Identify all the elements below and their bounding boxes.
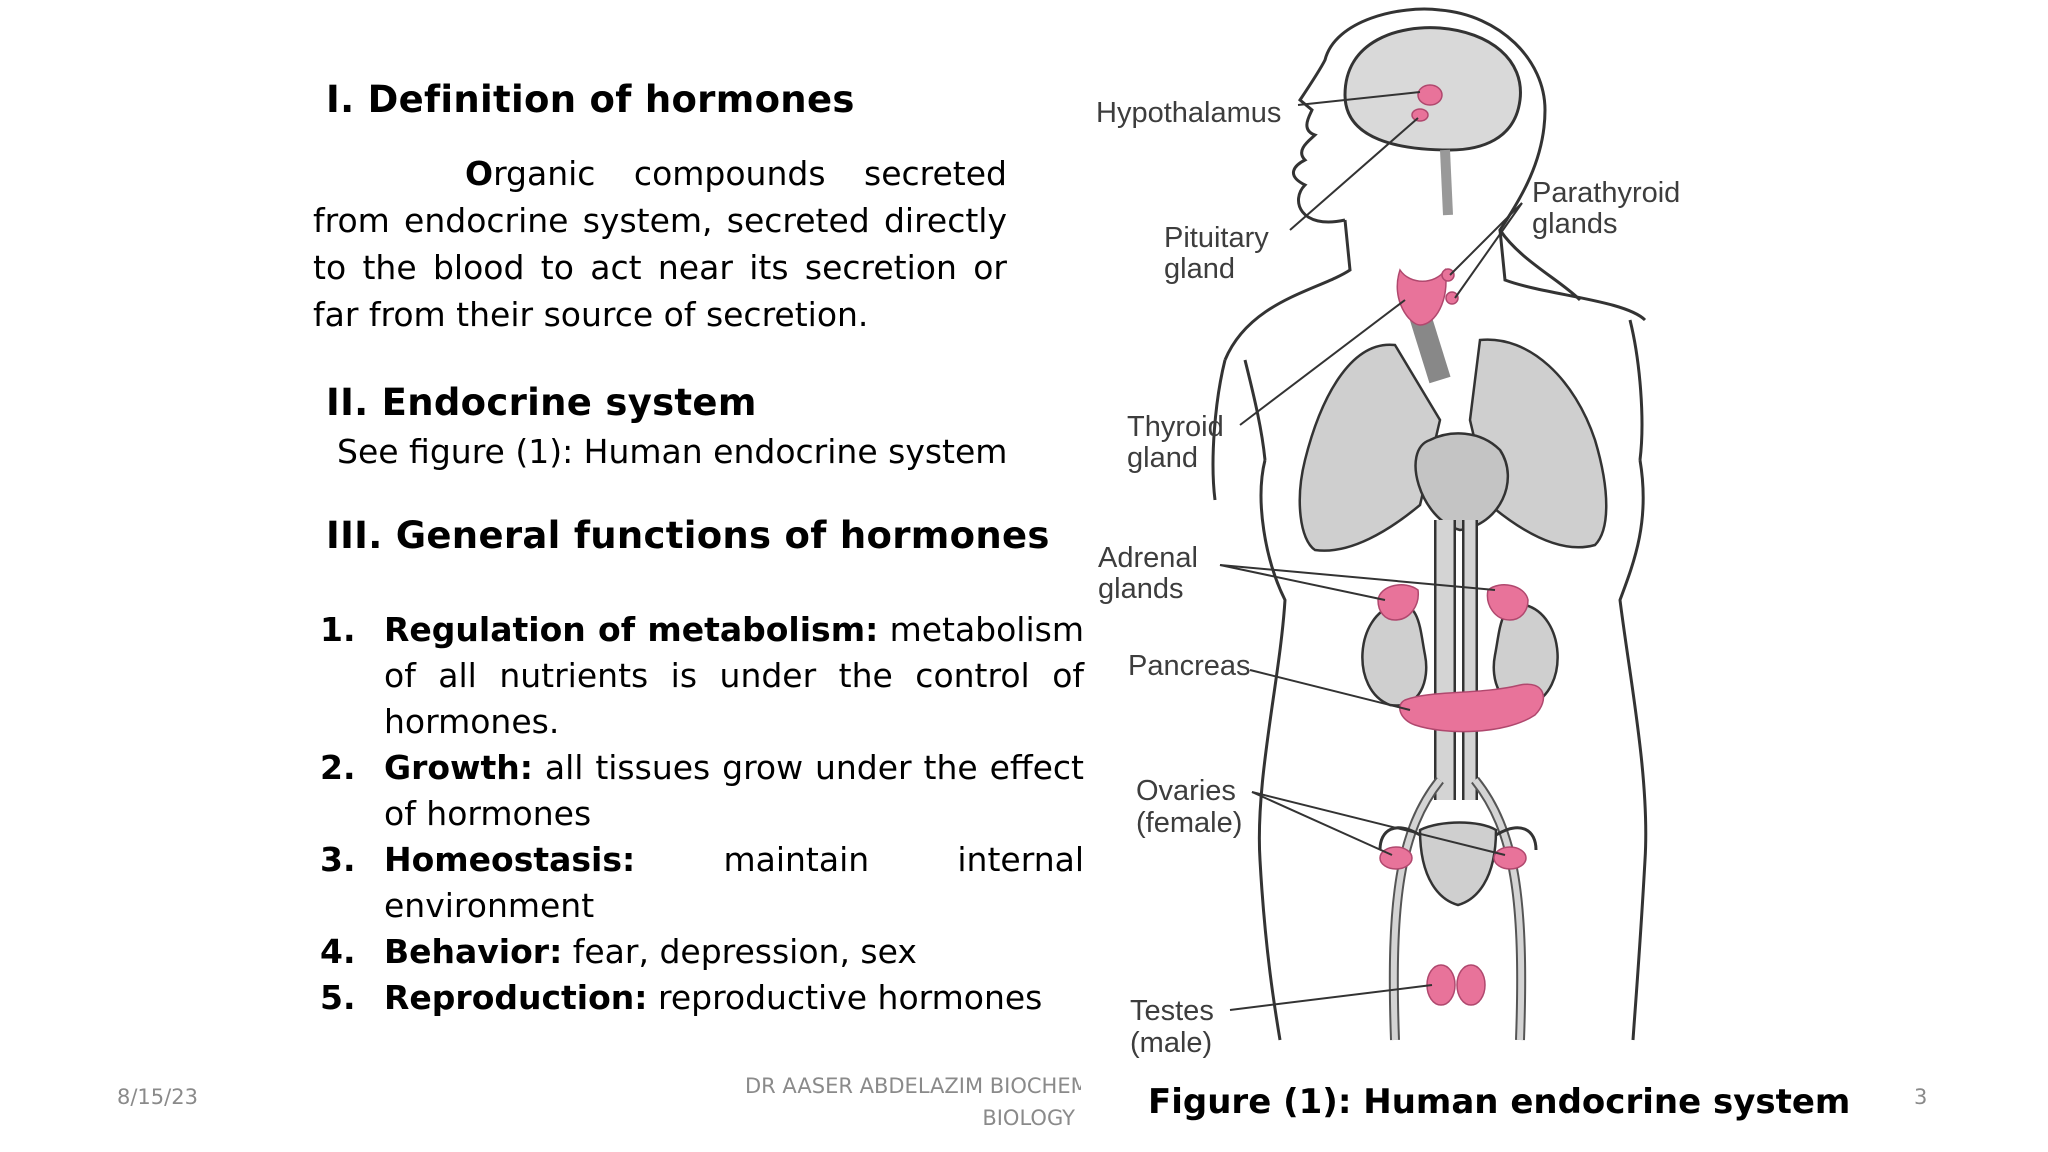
- pancreas-gland: [1399, 683, 1545, 733]
- footer-date: 8/15/23: [117, 1085, 198, 1109]
- figure-caption: Figure (1): Human endocrine system: [1148, 1082, 1851, 1122]
- function-description: all tissues grow under the effect of hor…: [384, 748, 1084, 833]
- definition-first-letter: O: [465, 154, 494, 193]
- label-adrenal-1: Adrenal: [1098, 542, 1198, 574]
- ovary-right: [1493, 846, 1527, 870]
- function-item: 4. Behavior: fear, depression, sex: [320, 929, 1084, 975]
- heart: [1414, 432, 1510, 532]
- function-number: 5.: [320, 978, 356, 1017]
- adrenal-gland-left: [1377, 584, 1419, 621]
- function-number: 3.: [320, 840, 356, 879]
- endocrine-heading: II. Endocrine system: [326, 381, 757, 424]
- function-description: fear, depression, sex: [562, 932, 917, 971]
- label-thyroid-1: Thyroid: [1127, 411, 1224, 443]
- function-item: 3. Homeostasis: maintain internal environ…: [320, 837, 1084, 929]
- left-lung: [1298, 343, 1442, 552]
- label-hypothalamus: Hypothalamus: [1096, 97, 1281, 129]
- head-outline: [1292, 7, 1582, 302]
- function-term: Behavior:: [384, 932, 563, 971]
- pituitary-gland: [1411, 108, 1429, 122]
- endocrine-text: See figure (1): Human endocrine system: [337, 432, 1008, 471]
- definition-heading: I. Definition of hormones: [326, 78, 855, 121]
- function-item: 5. Reproduction: reproductive hormones: [320, 975, 1084, 1021]
- label-parathyroid-1: Parathyroid: [1532, 177, 1680, 209]
- function-description: maintain internal environment: [384, 840, 1084, 925]
- label-adrenal-2: glands: [1098, 573, 1183, 605]
- definition-paragraph: Organic compounds secreted from endocrin…: [313, 150, 1007, 338]
- label-thyroid-2: gland: [1127, 442, 1198, 474]
- parathyroid-gland: [1441, 268, 1455, 282]
- label-testes-2: (male): [1130, 1027, 1212, 1059]
- footer-author: DR AASER ABDELAZIM BIOCHEM BIOLOGY: [745, 1070, 1081, 1134]
- label-ovaries-1: Ovaries: [1136, 775, 1236, 807]
- function-item: 1. Regulation of metabolism: metabolism o…: [320, 607, 1084, 745]
- page-number: 3: [1914, 1085, 1928, 1109]
- definition-text: rganic compounds secreted from endocrine…: [313, 154, 1007, 334]
- function-term: Regulation of metabolism:: [384, 610, 879, 649]
- function-description: metabolism of all nutrients is under the…: [384, 610, 1084, 741]
- hypothalamus-gland: [1417, 84, 1443, 106]
- label-pituitary-2: gland: [1164, 253, 1235, 285]
- adrenal-gland-right: [1486, 584, 1529, 621]
- thyroid-gland: [1396, 268, 1447, 326]
- footer-author-line2: BIOLOGY: [982, 1106, 1075, 1130]
- testis-right: [1456, 964, 1486, 1006]
- footer-author-line1: DR AASER ABDELAZIM BIOCHEM: [745, 1074, 1081, 1098]
- function-number: 4.: [320, 932, 356, 971]
- endocrine-glands: [1377, 84, 1545, 1006]
- label-ovaries-2: (female): [1136, 807, 1242, 839]
- function-number: 1.: [320, 610, 356, 649]
- function-number: 2.: [320, 748, 356, 787]
- ovary-left: [1379, 846, 1413, 870]
- parathyroid-gland: [1445, 291, 1459, 305]
- function-term: Growth:: [384, 748, 533, 787]
- label-pituitary-1: Pituitary: [1164, 222, 1269, 254]
- label-pancreas: Pancreas: [1128, 650, 1251, 682]
- endocrine-system-figure: Hypothalamus Pituitary gland Parathyroid…: [1096, 7, 1680, 1059]
- functions-list: 1. Regulation of metabolism: metabolism o…: [320, 607, 1084, 1021]
- label-testes-1: Testes: [1130, 995, 1214, 1027]
- function-term: Reproduction:: [384, 978, 648, 1017]
- function-description: reproductive hormones: [647, 978, 1043, 1017]
- label-parathyroid-2: glands: [1532, 208, 1617, 240]
- function-item: 2. Growth: all tissues grow under the eff…: [320, 745, 1084, 837]
- functions-heading: III. General functions of hormones: [326, 514, 1050, 557]
- uterus: [1418, 821, 1498, 907]
- function-term: Homeostasis:: [384, 840, 636, 879]
